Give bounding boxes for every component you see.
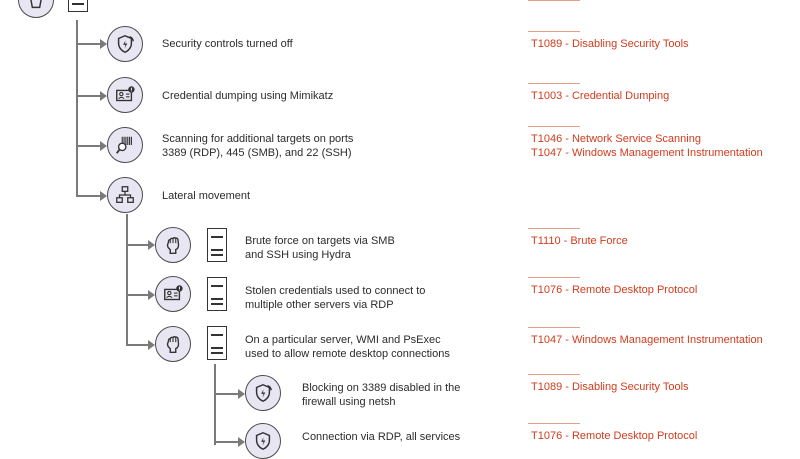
technique-link[interactable]: T1047 - Windows Management Instrumentati… [531, 147, 763, 159]
technique-link[interactable]: T1089 - Disabling Security Tools [531, 38, 689, 50]
branch [76, 43, 102, 45]
arrow [148, 340, 155, 350]
server-icon [207, 326, 227, 360]
arrow [238, 437, 245, 447]
technique-rule [528, 277, 580, 278]
step-label: Connection via RDP, all services [302, 431, 461, 443]
arrow [100, 39, 107, 49]
trunk-level-1 [76, 20, 78, 196]
trunk-level-3 [214, 364, 216, 445]
server-icon [207, 228, 227, 262]
technique-rule [528, 83, 580, 84]
id-card-alert-icon [107, 77, 143, 113]
arrow [100, 141, 107, 151]
arrow [148, 290, 155, 300]
branch [214, 441, 240, 443]
technique-link[interactable]: T1003 - Credential Dumping [531, 90, 670, 102]
trunk-level-2 [126, 214, 128, 345]
technique-link[interactable]: T1076 - Remote Desktop Protocol [531, 430, 698, 442]
root-icon [18, 0, 54, 18]
technique-link[interactable]: T1076 - Remote Desktop Protocol [531, 284, 698, 296]
step-label: Credential dumping using Mimikatz [162, 90, 334, 102]
technique-link[interactable]: T1047 - Windows Management Instrumentati… [531, 334, 763, 346]
step-label: Lateral movement [162, 190, 251, 202]
arrow [148, 240, 155, 250]
technique-rule [528, 228, 580, 229]
branch [126, 294, 150, 296]
technique-rule [528, 126, 580, 127]
id-card-alert-icon [155, 276, 191, 312]
branch [214, 393, 240, 395]
arrow [100, 191, 107, 201]
technique-link[interactable]: T1046 - Network Service Scanning [531, 133, 701, 145]
shield-icon [107, 26, 143, 62]
technique-rule [528, 374, 580, 375]
fist-icon [155, 227, 191, 263]
arrow [100, 91, 107, 101]
shield-icon [245, 375, 281, 411]
step-label: Scanning for additional targets on ports… [162, 133, 354, 159]
step-label: Security controls turned off [162, 38, 293, 50]
arrow [238, 389, 245, 399]
branch [76, 195, 102, 197]
technique-link[interactable]: T1110 - Brute Force [531, 235, 628, 247]
technique-link[interactable]: T1089 - Disabling Security Tools [531, 381, 689, 393]
root-technique-rule [528, 0, 580, 1]
barcode-scan-icon [107, 127, 143, 163]
branch [76, 145, 102, 147]
network-icon [107, 177, 143, 213]
branch [76, 95, 102, 97]
server-icon [207, 277, 227, 311]
shield-icon [245, 423, 281, 459]
technique-rule [528, 423, 580, 424]
branch [126, 244, 150, 246]
technique-rule [528, 31, 580, 32]
root-server-icon [68, 0, 88, 12]
technique-rule [528, 327, 580, 328]
fist-icon [155, 326, 191, 362]
branch [126, 344, 150, 346]
